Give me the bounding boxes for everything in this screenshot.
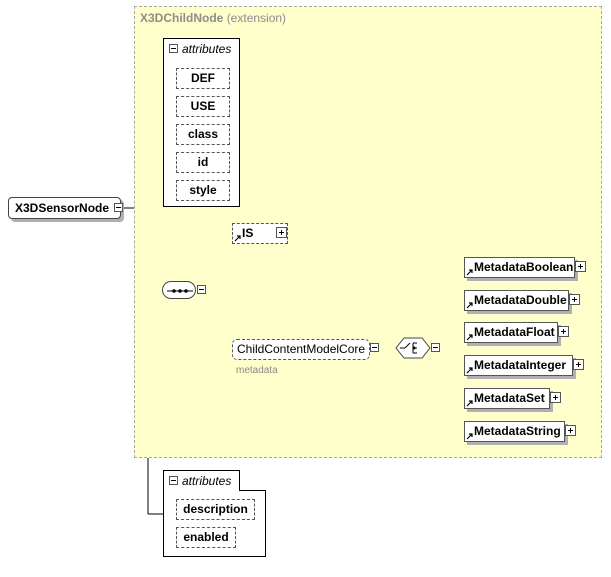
own-attributes-tab: attributes (163, 470, 240, 491)
element-label: MetadataFloat (474, 325, 555, 339)
attribute-use[interactable]: USE (176, 96, 230, 117)
attribute-enabled[interactable]: enabled (176, 527, 236, 548)
element-label: MetadataSet (474, 391, 545, 405)
expand-icon[interactable] (558, 326, 569, 337)
attribute-style[interactable]: style (176, 180, 230, 201)
element-label: MetadataBoolean (474, 260, 574, 274)
reference-arrow-icon (234, 235, 241, 242)
attribute-id[interactable]: id (176, 152, 230, 173)
expand-icon[interactable] (569, 294, 580, 305)
reference-arrow-icon (466, 334, 473, 341)
choice-compositor-outline (395, 337, 431, 359)
element-is-label: IS (242, 226, 254, 240)
collapse-icon[interactable] (370, 343, 379, 352)
group-child-content-model-core[interactable]: ChildContentModelCore (232, 339, 370, 360)
collapse-icon[interactable] (169, 44, 178, 53)
group-sublabel: metadata (236, 365, 278, 376)
element-metadata-set[interactable]: MetadataSet (464, 388, 550, 409)
collapse-icon[interactable] (114, 203, 123, 212)
expand-icon[interactable] (550, 392, 561, 403)
inherited-attributes-group: DEF USE class id style (163, 58, 240, 207)
element-label: MetadataDouble (474, 293, 567, 307)
collapse-icon[interactable] (431, 343, 440, 352)
collapse-icon[interactable] (169, 476, 178, 485)
reference-arrow-icon (466, 367, 473, 374)
expand-icon[interactable] (276, 227, 287, 238)
element-label: MetadataInteger (474, 358, 567, 372)
attribute-class[interactable]: class (176, 124, 230, 145)
sequence-compositor[interactable] (162, 281, 196, 299)
root-element-node[interactable]: X3DSensorNode (8, 197, 121, 219)
attribute-def[interactable]: DEF (176, 68, 230, 89)
own-attributes-label: attributes (182, 474, 232, 488)
element-metadata-double[interactable]: MetadataDouble (464, 290, 569, 311)
reference-arrow-icon (466, 269, 473, 276)
element-metadata-float[interactable]: MetadataFloat (464, 322, 558, 343)
inherited-attributes-label: attributes (182, 42, 232, 56)
extension-suffix: (extension) (226, 11, 287, 25)
element-metadata-boolean[interactable]: MetadataBoolean (464, 257, 575, 278)
extension-name: X3DChildNode (140, 11, 224, 25)
own-attributes-group: description enabled (163, 490, 266, 557)
group-name: ChildContentModelCore (237, 342, 366, 356)
reference-arrow-icon (466, 400, 473, 407)
element-metadata-integer[interactable]: MetadataInteger (464, 355, 573, 376)
element-is[interactable]: IS (232, 223, 288, 244)
attribute-description[interactable]: description (176, 499, 255, 520)
element-metadata-string[interactable]: MetadataString (464, 421, 565, 442)
expand-icon[interactable] (573, 359, 584, 370)
reference-arrow-icon (466, 302, 473, 309)
expand-icon[interactable] (565, 425, 576, 436)
collapse-icon[interactable] (197, 285, 206, 294)
element-label: MetadataString (474, 424, 561, 438)
root-element-name: X3DSensorNode (15, 201, 110, 215)
inherited-attributes-tab: attributes (163, 38, 240, 59)
sequence-icon (167, 289, 193, 293)
reference-arrow-icon (466, 433, 473, 440)
expand-icon[interactable] (575, 261, 586, 272)
extension-title: X3DChildNode (extension) (140, 11, 286, 25)
